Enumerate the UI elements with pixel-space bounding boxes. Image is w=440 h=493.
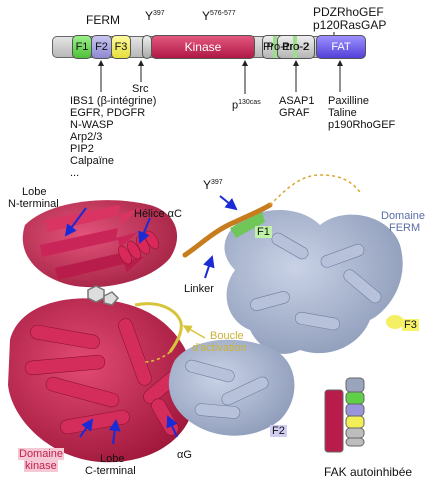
y397-label: Y397 xyxy=(145,8,165,22)
y576-label: Y576-577 xyxy=(202,8,236,22)
ferm-partner-4: PIP2 xyxy=(70,143,94,155)
structure-y397-label: Y397 xyxy=(203,177,223,191)
ferm-partner-6: ... xyxy=(70,167,80,179)
structure-y397-sup: 397 xyxy=(211,179,223,186)
ferm-partner-3: Arp2/3 xyxy=(70,131,103,143)
top-right-partner-2: p120RasGAP xyxy=(313,18,387,32)
domaine-ferm-label-1: Domaine xyxy=(381,210,426,222)
ferm-domain-shape xyxy=(168,210,404,436)
fak-schematic xyxy=(324,377,365,453)
fak-autoinhibee-label: FAK autoinhibée xyxy=(324,465,413,479)
p190-label: p190RhoGEF xyxy=(328,119,396,131)
ferm-partner-5: Calpaïne xyxy=(70,155,115,167)
ferm-label: FERM xyxy=(86,13,120,27)
f2-tag: F2 xyxy=(270,425,287,437)
y397-letter: Y xyxy=(145,9,154,23)
domain-f1: F1 xyxy=(72,35,92,59)
asap1-label: ASAP1 xyxy=(279,95,315,107)
top-right-partner-1: PDZRhoGEF xyxy=(313,5,384,19)
y397-sup: 397 xyxy=(153,10,165,17)
f3-tag: F3 xyxy=(402,319,419,331)
linker-label: Linker xyxy=(184,283,214,295)
boucle-label-2: d'activation xyxy=(192,342,247,354)
pro2-stripe xyxy=(293,36,297,58)
lobe-c-label-2: C-terminal xyxy=(85,465,136,477)
domaine-kinase-label-2: kinase xyxy=(24,460,58,472)
loop-arrow xyxy=(182,325,206,339)
p130cas-label: p130cas xyxy=(232,97,261,112)
linker-shape xyxy=(182,202,273,258)
paxilline-label: Paxilline xyxy=(328,95,369,107)
domain-fat: FAT xyxy=(316,35,366,59)
ferm-partner-1: EGFR, PDGFR xyxy=(70,107,146,119)
p130-letter: p xyxy=(232,99,239,112)
helice-label: Hélice αC xyxy=(134,208,182,220)
ferm-partner-list: IBS1 (β-intégrine) EGFR, PDGFR N-WASP Ar… xyxy=(70,95,156,179)
alpha-g-label: αG xyxy=(177,449,192,461)
y576-sup: 576-577 xyxy=(210,10,236,17)
y576-letter: Y xyxy=(202,9,211,23)
src-label: Src xyxy=(132,83,149,95)
p130-sup: 130cas xyxy=(238,99,261,106)
activation-loop-dashed xyxy=(144,351,171,363)
boucle-label-1: Boucle xyxy=(210,330,244,342)
annotation-arrows xyxy=(64,195,238,445)
activation-loop xyxy=(134,302,183,353)
pro1-stripe xyxy=(273,36,277,58)
ferm-partner-0: IBS1 (β-intégrine) xyxy=(70,95,157,107)
ligand xyxy=(87,285,120,306)
taline-label: Taline xyxy=(328,107,357,119)
lobe-n-label-2: N-terminal xyxy=(8,198,59,210)
domaine-kinase-label-1: Domaine xyxy=(18,448,65,460)
domaine-ferm-label-2: FERM xyxy=(389,222,421,234)
lobe-n-label-1: Lobe xyxy=(22,186,47,198)
graf-label: GRAF xyxy=(279,107,310,119)
pro1-text: Pro-1 xyxy=(263,41,290,53)
kinase-domain-shape xyxy=(8,200,196,463)
pro2-text: Pro-2 xyxy=(282,41,309,53)
domain-f3: F3 xyxy=(111,35,131,59)
bar-arrows xyxy=(98,32,343,94)
dashed-loop xyxy=(269,174,361,206)
domain-kinase: Kinase xyxy=(151,35,255,59)
f1-tag: F1 xyxy=(255,226,272,238)
ferm-partner-2: N-WASP xyxy=(70,119,114,131)
structure-y397-letter: Y xyxy=(203,178,212,192)
lobe-c-label-1: Lobe xyxy=(100,453,125,465)
